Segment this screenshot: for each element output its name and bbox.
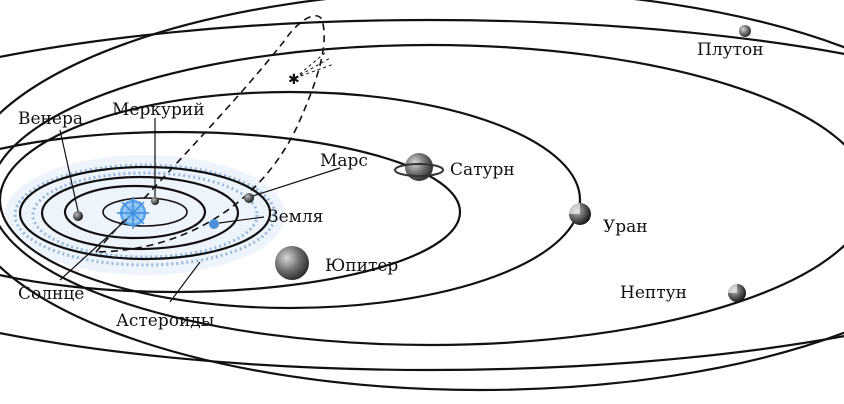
label-jupiter: Юпитер: [325, 256, 398, 276]
uranus-icon: [569, 203, 591, 225]
jupiter-icon: [275, 246, 309, 280]
label-asteroids: Астероиды: [116, 311, 214, 331]
leader-asteroids: [169, 261, 201, 303]
mars-icon: [244, 193, 254, 203]
venus-icon: [73, 211, 83, 221]
comet-icon: ✱: [288, 72, 300, 88]
label-uranus: Уран: [603, 217, 648, 237]
neptune-icon: [728, 284, 746, 302]
label-mars: Марс: [320, 151, 368, 171]
orbit-pluto: [0, 18, 844, 372]
label-mercury: Меркурий: [112, 100, 205, 120]
earth-icon: [209, 219, 219, 229]
comet-tail: [294, 51, 335, 79]
saturn-icon: [394, 153, 444, 181]
label-sun: Солнце: [18, 284, 84, 304]
orbit-jupiter: [0, 130, 462, 294]
label-neptune: Нептун: [620, 283, 687, 303]
asteroid-belt: [13, 163, 277, 267]
orbit-saturn: [0, 90, 582, 310]
comet-orbit: [94, 15, 325, 253]
orbit-venus: [63, 184, 207, 240]
leader-mars: [252, 167, 341, 197]
orbit-neptune: [0, 0, 844, 392]
leader-sun: [59, 218, 128, 281]
label-earth: Земля: [268, 207, 323, 227]
pluto-icon: [739, 25, 751, 37]
mercury-icon: [151, 197, 159, 205]
leader-venus: [59, 129, 79, 212]
label-pluto: Плутон: [697, 40, 764, 60]
orbit-mars: [18, 165, 272, 261]
label-venus: Венера: [18, 109, 83, 129]
orbit-earth: [40, 175, 240, 251]
leader-earth: [218, 216, 265, 224]
label-saturn: Сатурн: [450, 160, 515, 180]
orbit-uranus: [0, 43, 844, 347]
asteroid-belt-inner: [31, 171, 259, 259]
